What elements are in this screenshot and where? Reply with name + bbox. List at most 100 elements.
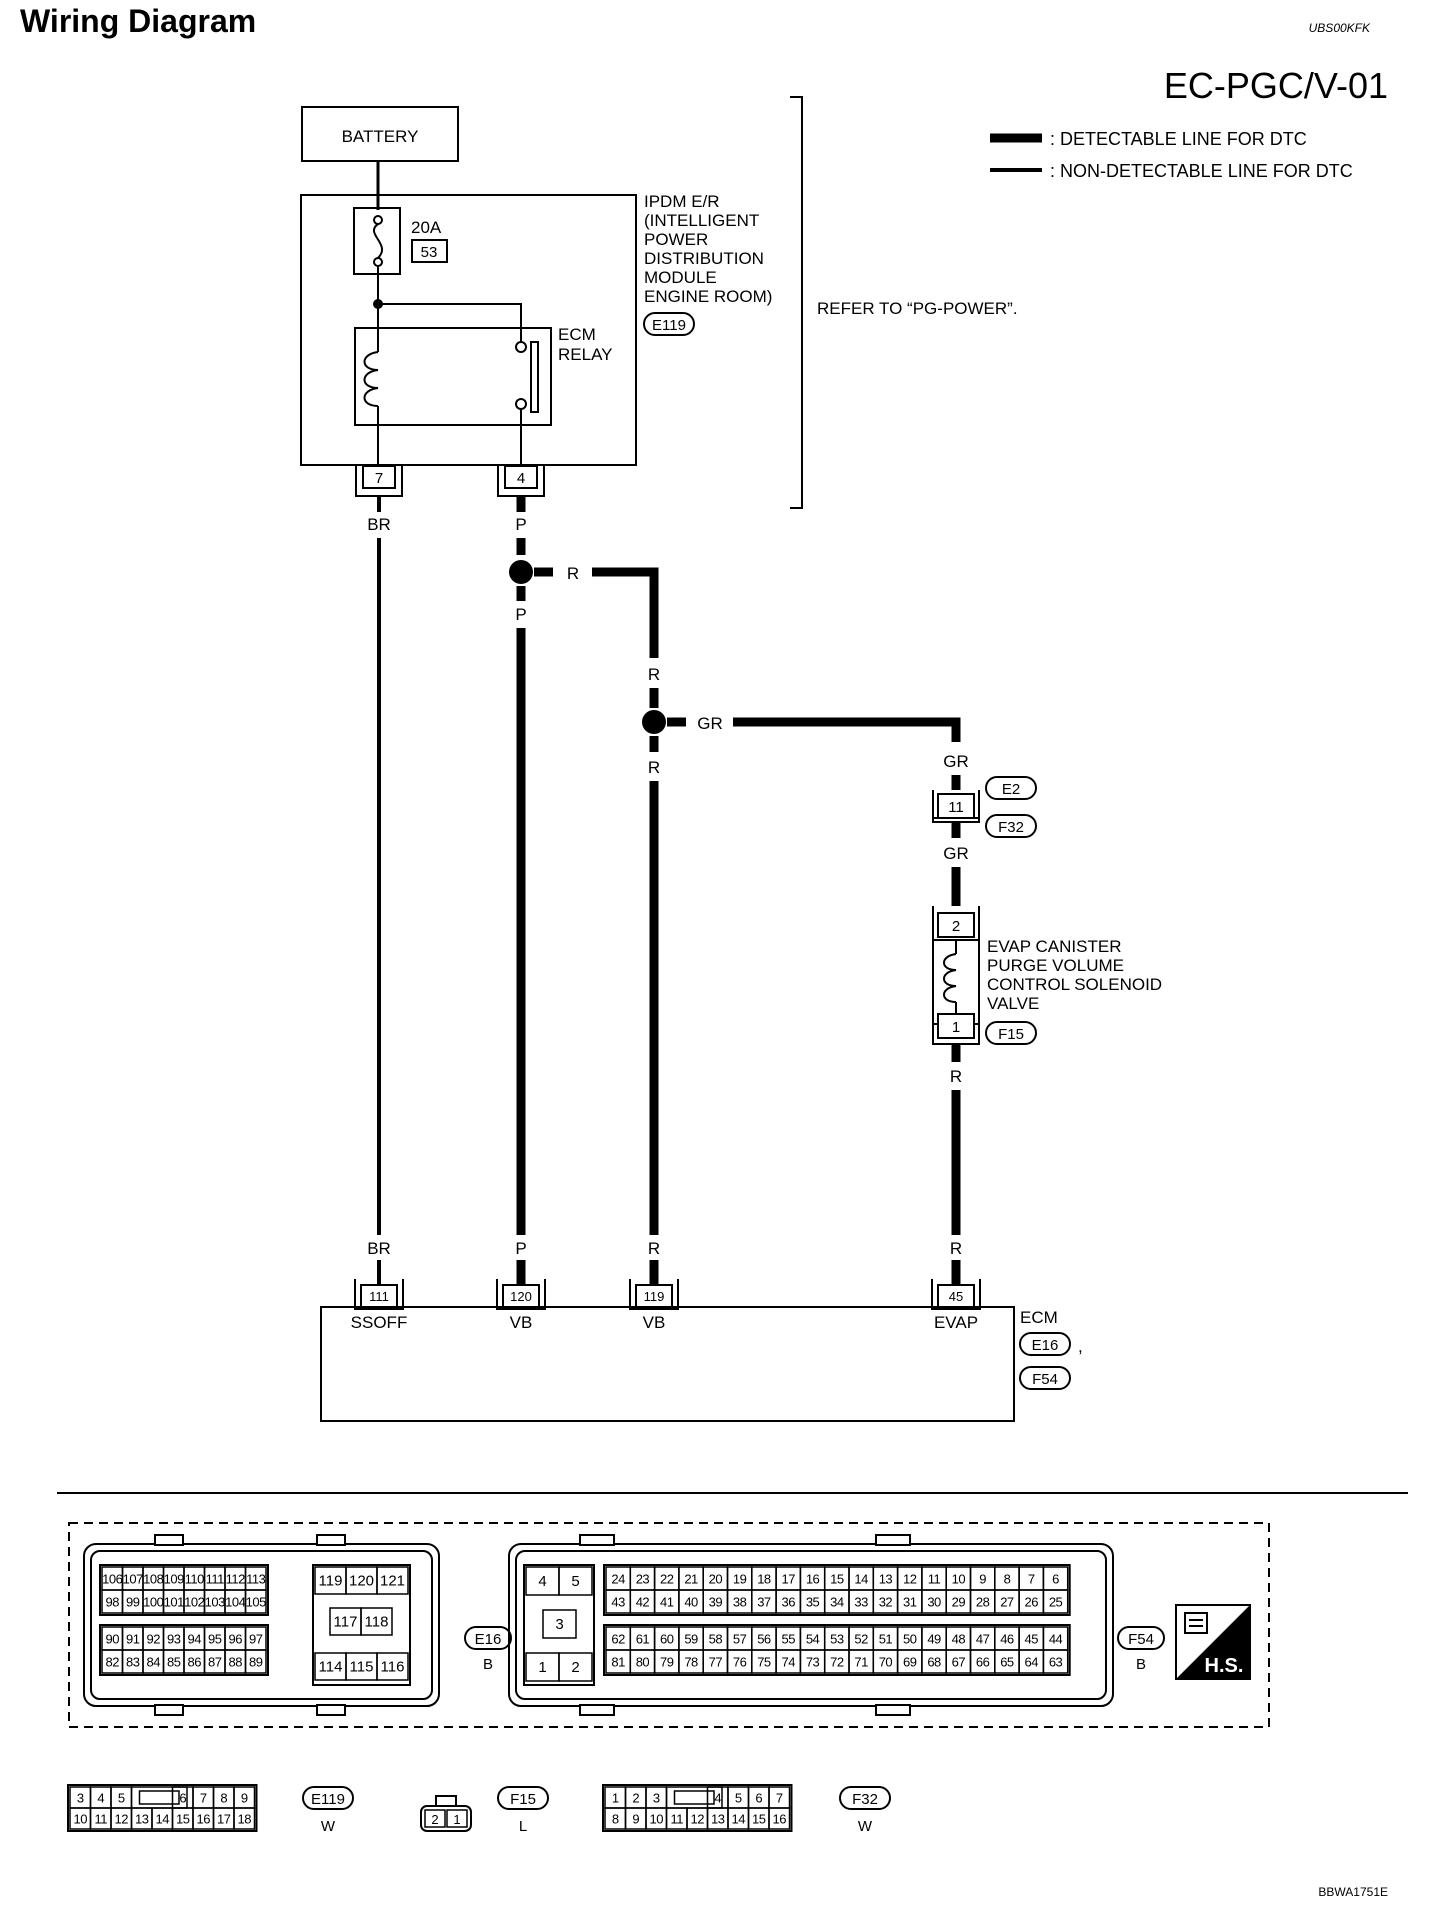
pin-number: 4 xyxy=(517,470,525,487)
e16-connector-id: E16 xyxy=(475,1631,502,1648)
pin-number: 75 xyxy=(757,1655,771,1670)
fuse-amp: 20A xyxy=(411,218,442,237)
pin-number: 118 xyxy=(365,1614,389,1631)
pin-number: 42 xyxy=(636,1595,650,1610)
pin-number: 13 xyxy=(135,1812,149,1827)
pin-number: 54 xyxy=(806,1632,820,1647)
pin-number: 101 xyxy=(164,1595,184,1610)
f15-color: L xyxy=(519,1818,527,1835)
pin-number: 4 xyxy=(714,1791,721,1806)
pin-cell xyxy=(542,1609,577,1639)
ipdm-pin-4: 4 xyxy=(497,465,545,497)
pin-number: 120 xyxy=(349,1573,374,1590)
pin-number: 91 xyxy=(126,1632,140,1647)
pin-number: 74 xyxy=(782,1655,796,1670)
pin-number: 7 xyxy=(776,1791,783,1806)
relay-contact-icon xyxy=(530,341,539,413)
pin-number: 52 xyxy=(854,1632,868,1647)
pin-number: 1 xyxy=(612,1791,619,1806)
pin-cell xyxy=(376,1652,409,1681)
wire-p-top: P xyxy=(515,515,526,534)
page-title: Wiring Diagram xyxy=(20,3,256,39)
pin-number: 19 xyxy=(733,1572,747,1587)
pin-group-frame xyxy=(99,1624,269,1676)
pin-number: 15 xyxy=(176,1812,190,1827)
e119-connector-id: E119 xyxy=(311,1791,345,1808)
pin-number: 6 xyxy=(1052,1572,1059,1587)
pin-number: 65 xyxy=(1000,1655,1014,1670)
battery-label: BATTERY xyxy=(342,127,419,146)
pin-number: 49 xyxy=(927,1632,941,1647)
wire-gr-branch: GR xyxy=(697,714,723,733)
battery: BATTERY xyxy=(301,106,459,162)
e16-color: B xyxy=(483,1656,493,1673)
refer-bracket xyxy=(790,96,803,509)
pin-cell xyxy=(233,1807,256,1830)
pin-number: 36 xyxy=(782,1595,796,1610)
pin-number: 10 xyxy=(650,1812,664,1827)
pin-number: 34 xyxy=(830,1595,844,1610)
splice-point xyxy=(642,710,666,734)
pin-number: 10 xyxy=(74,1812,88,1827)
pin-number: 7 xyxy=(375,470,383,487)
pin-number: 110 xyxy=(185,1572,204,1587)
splice-point xyxy=(509,560,533,584)
refer-text: REFER TO “PG-POWER”. xyxy=(817,299,1018,318)
pin-number: 2 xyxy=(571,1659,579,1676)
pin-number: 7 xyxy=(200,1791,207,1806)
valve-label-2: PURGE VOLUME xyxy=(987,956,1124,975)
pin-number: 85 xyxy=(167,1655,181,1670)
pin-number: 37 xyxy=(757,1595,771,1610)
pin-number: 35 xyxy=(806,1595,820,1610)
wire-gr-bottom: GR xyxy=(943,844,969,863)
pin-number: 114 xyxy=(319,1659,343,1676)
pin-number: 84 xyxy=(147,1655,161,1670)
pin-cell xyxy=(376,1566,409,1595)
ipdm-label-4: DISTRIBUTION xyxy=(644,249,764,268)
pin-number: 64 xyxy=(1025,1655,1039,1670)
pin-number: 12 xyxy=(691,1812,705,1827)
pin-number: 69 xyxy=(903,1655,917,1670)
pin-number: 3 xyxy=(653,1791,660,1806)
pin-number: 18 xyxy=(757,1572,771,1587)
pin-number: 43 xyxy=(611,1595,625,1610)
wire-r-bottom2: R xyxy=(950,1239,962,1258)
pin-number: 92 xyxy=(147,1632,161,1647)
wire-r-bottom1: R xyxy=(648,1239,660,1258)
pin-number: 93 xyxy=(167,1632,181,1647)
pin-number: 16 xyxy=(773,1812,787,1827)
connector-icon xyxy=(1184,1612,1208,1634)
harness-side-badge: H.S. xyxy=(1175,1604,1251,1680)
pin-number: 58 xyxy=(709,1632,723,1647)
pin-number: 119 xyxy=(319,1573,343,1590)
connector-f15: F15 xyxy=(998,1026,1024,1043)
evap-solenoid-valve: 2 1 EVAP CANISTER PURGE VOLUME CONTROL S… xyxy=(932,906,1162,1045)
pin-group-frame xyxy=(523,1564,595,1686)
pin-number: 88 xyxy=(229,1655,243,1670)
f15-pin-1: 1 xyxy=(453,1812,460,1827)
pin-number: 104 xyxy=(225,1595,245,1610)
wire-r-mid1: R xyxy=(648,665,660,684)
ipdm-label-5: MODULE xyxy=(644,268,717,287)
wire-br-bottom: BR xyxy=(367,1239,391,1258)
pin-number: 11 xyxy=(95,1812,108,1827)
pin-number: 55 xyxy=(782,1632,796,1647)
ecm-pin-111: 111 xyxy=(369,1289,389,1304)
pin-number: 107 xyxy=(123,1572,143,1587)
f54-connector-id: F54 xyxy=(1128,1631,1154,1648)
valve-label-3: CONTROL SOLENOID xyxy=(987,975,1162,994)
wire-p-bottom: P xyxy=(515,1239,526,1258)
pin-number: 33 xyxy=(854,1595,868,1610)
pin-number: 17 xyxy=(782,1572,796,1587)
pin-number: 12 xyxy=(903,1572,917,1587)
ipdm-module: 20A 53 ECM RELAY 7 4 IPDM E/R (INTELLIGE… xyxy=(300,192,772,497)
pin-cell xyxy=(558,1566,593,1596)
ecm-connector-f54: F54 xyxy=(1032,1371,1058,1388)
wire-r-branch: R xyxy=(567,564,579,583)
ipdm-label-1: IPDM E/R xyxy=(644,192,720,211)
pin-number: 68 xyxy=(927,1655,941,1670)
pin-number: 14 xyxy=(854,1572,868,1587)
pin-cell xyxy=(360,1607,393,1636)
